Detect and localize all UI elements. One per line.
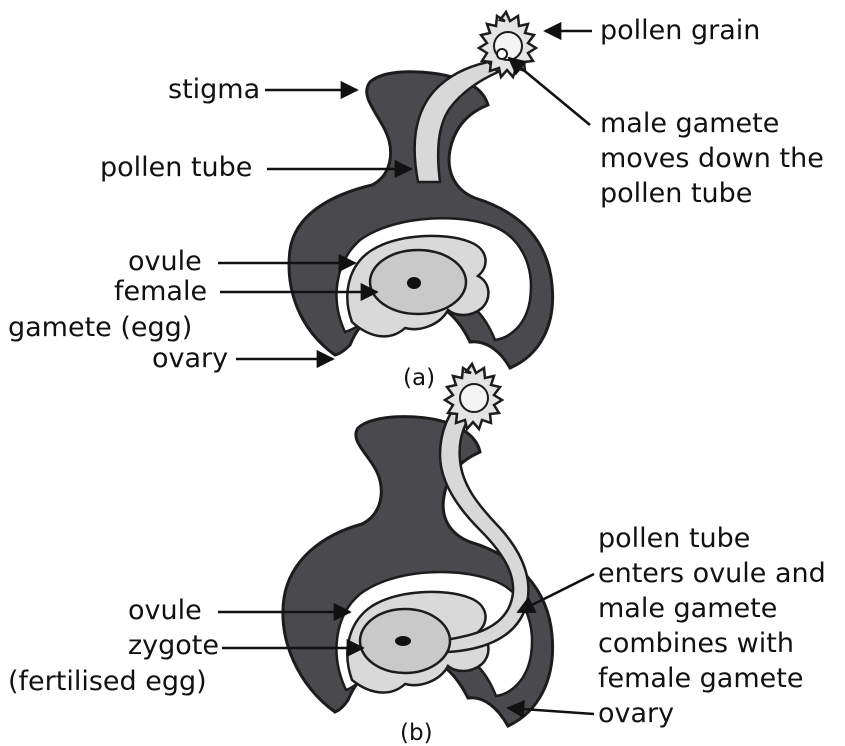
label-pollen-tube-enters-l4: combines with — [598, 628, 794, 659]
caption-a: (a) — [403, 365, 435, 391]
label-pollen-grain: pollen grain — [600, 15, 760, 46]
label-male-gamete-l3: pollen tube — [600, 178, 752, 209]
label-ovary-a: ovary — [152, 343, 228, 374]
label-ovary-b: ovary — [598, 698, 674, 729]
egg-nucleus-a — [407, 277, 421, 289]
pollen-grain-core-b — [460, 384, 488, 412]
label-female-l2: gamete (egg) — [8, 312, 192, 343]
label-pollen-tube-enters-l5: female gamete — [598, 663, 803, 694]
label-male-gamete-l2: moves down the — [600, 143, 824, 174]
label-ovule-b: ovule — [128, 595, 202, 626]
arrow-male-gamete — [509, 58, 590, 125]
label-male-gamete-l1: male gamete — [600, 108, 779, 139]
label-female-l1: female — [114, 276, 207, 307]
diagram-a — [289, 12, 553, 368]
label-zygote-l2: (fertilised egg) — [8, 666, 207, 697]
label-ovule-a: ovule — [128, 246, 202, 277]
diagram-b — [283, 364, 553, 726]
male-gamete-a — [497, 49, 507, 59]
label-pollen-tube: pollen tube — [100, 152, 252, 183]
caption-b: (b) — [400, 720, 433, 746]
label-zygote-l1: zygote — [128, 630, 219, 661]
label-stigma: stigma — [168, 74, 260, 105]
zygote-nucleus-b — [395, 636, 411, 646]
label-pollen-tube-enters-l1: pollen tube — [598, 523, 750, 554]
label-pollen-tube-enters-l2: enters ovule and — [598, 558, 826, 589]
label-pollen-tube-enters-l3: male gamete — [598, 593, 777, 624]
